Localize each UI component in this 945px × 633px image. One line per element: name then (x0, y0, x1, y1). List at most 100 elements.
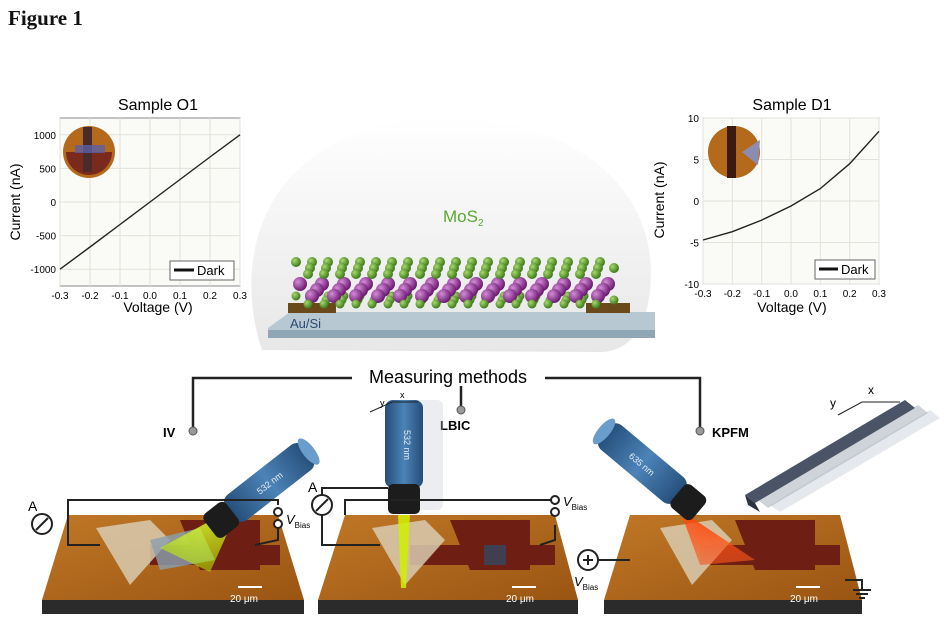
x-tick-label: 0.1 (813, 289, 827, 300)
x-tick-label: 0.2 (843, 289, 857, 300)
legend-box (169, 260, 235, 281)
circuit-wire-right (539, 525, 556, 546)
sample-chip-side (42, 600, 304, 614)
inset-mos2 (742, 140, 760, 165)
mos2-label: MoS2 (443, 207, 484, 229)
figure-title: Figure 1 (8, 6, 83, 30)
sulfur-atom (511, 269, 521, 279)
dark-iv-curve (702, 130, 880, 241)
sulfur-atom (543, 299, 553, 309)
electrode-pad (96, 520, 170, 585)
bias-terminal-bottom (273, 519, 283, 529)
sulfur-atom (463, 269, 473, 279)
measuring-methods-tree: Measuring methods IV LBIC KPFM (163, 367, 749, 440)
sulfur-atom (543, 269, 553, 279)
dark-iv-curve (59, 134, 241, 270)
x-tick-label: 0.3 (872, 289, 886, 300)
ammeter-label: A (308, 479, 318, 495)
sulfur-atom (291, 257, 301, 267)
substrate-top (268, 312, 655, 330)
sulfur-atom (495, 269, 505, 279)
molybdenum-atom (305, 289, 319, 303)
scale-label: 20 μm (790, 594, 818, 605)
sample-chip-side (318, 600, 578, 614)
axis-y-label: y (830, 396, 836, 410)
x-tick-label: 0.0 (143, 291, 157, 302)
sulfur-atom (399, 269, 409, 279)
circuit-wire-bottom (67, 515, 100, 546)
iv-setup: 20 μm 532 nm A VBias (28, 438, 320, 614)
sulfur-atom (335, 299, 345, 309)
legend-label: Dark (197, 263, 225, 278)
sulfur-atom (447, 299, 457, 309)
sulfur-atom (383, 299, 393, 309)
sulfur-atom (575, 269, 585, 279)
gold-contact-right (586, 303, 630, 313)
y-tick-label: -10 (685, 280, 700, 291)
sulfur-atom (447, 269, 457, 279)
y-tick-label: 10 (688, 114, 700, 125)
inset-mos2 (75, 145, 105, 153)
gold-contact-left (288, 303, 336, 313)
laser-532: 532 nm (385, 400, 423, 514)
sulfur-atom (463, 299, 473, 309)
connector-kpfm (545, 376, 702, 427)
y-tick-label: 500 (39, 164, 56, 175)
x-axis-label: Voltage (V) (757, 299, 826, 315)
sulfur-atom (609, 295, 619, 305)
sulfur-atom (575, 299, 585, 309)
sulfur-atom (415, 299, 425, 309)
x-tick-label: -0.1 (753, 289, 771, 300)
lbic-setup: 20 μm 532 nm y x A VBias (308, 390, 587, 614)
sulfur-atom (527, 299, 537, 309)
kpfm-setup: 20 μm 635 nm y x VBias (574, 383, 940, 614)
bias-terminal-top (273, 507, 283, 517)
bias-terminal-bottom (550, 507, 560, 517)
molybdenum-atom (415, 289, 429, 303)
sample-chip-side (604, 600, 862, 614)
circuit-wire-bottom (321, 515, 380, 546)
molybdenum-atom (459, 289, 473, 303)
sulfur-atom (351, 269, 361, 279)
molybdenum-atom (591, 289, 605, 303)
sulfur-atom (351, 299, 361, 309)
scale-label: 20 μm (506, 594, 534, 605)
scan-stripe (484, 545, 506, 565)
x-tick-label: 0.3 (233, 291, 247, 302)
y-tick-label: -5 (690, 239, 699, 250)
sulfur-atom (479, 269, 489, 279)
node-kpfm (695, 426, 705, 436)
bias-terminal-top (550, 495, 560, 505)
ground-wire (845, 579, 863, 590)
x-tick-label: 0.2 (203, 291, 217, 302)
y-tick-label: 0 (693, 197, 699, 208)
sulfur-atom (591, 299, 601, 309)
sulfur-atom (367, 299, 377, 309)
flake-strip (410, 545, 555, 565)
x-tick-label: -0.2 (724, 289, 742, 300)
circuit-wire-right (254, 525, 279, 546)
sulfur-atom (399, 299, 409, 309)
sulfur-atom (609, 263, 619, 273)
substrate-side (268, 330, 655, 338)
electrode-pad (372, 520, 445, 585)
sulfur-atom (319, 299, 329, 309)
sulfur-atom (591, 269, 601, 279)
connector-iv (191, 376, 352, 427)
molybdenum-atom (437, 289, 451, 303)
sulfur-atom (559, 299, 569, 309)
methods-title: Measuring methods (369, 367, 527, 387)
laser-beam (680, 510, 755, 565)
scan-axes (837, 401, 900, 416)
plot-title: Sample O1 (118, 97, 198, 114)
y-axis-label: Current (nA) (651, 161, 667, 238)
y-tick-label: -1000 (30, 265, 56, 276)
sulfur-atom (559, 269, 569, 279)
plot-title: Sample D1 (752, 97, 831, 114)
